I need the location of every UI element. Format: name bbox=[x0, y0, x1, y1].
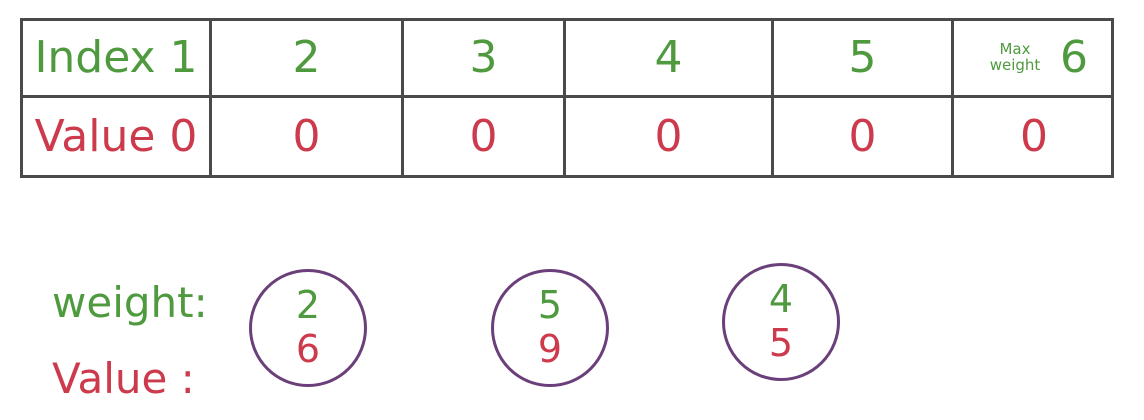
weight-label: weight: bbox=[52, 278, 208, 327]
column-divider bbox=[951, 21, 954, 175]
item-value: 5 bbox=[768, 321, 794, 365]
item-value: 9 bbox=[537, 327, 563, 371]
item-circle-2: 5 9 bbox=[491, 269, 609, 387]
index-cell-4: 4 bbox=[654, 32, 683, 83]
item-value: 6 bbox=[295, 327, 321, 371]
value-cell: 0 bbox=[1020, 110, 1048, 162]
column-divider bbox=[563, 21, 566, 175]
item-circle-1: 2 6 bbox=[249, 269, 367, 387]
value-cell: 0 bbox=[848, 110, 877, 162]
value-row-label: Value 0 bbox=[34, 110, 198, 162]
column-divider bbox=[401, 21, 404, 175]
column-divider bbox=[209, 21, 212, 175]
index-cell-2: 2 bbox=[292, 32, 321, 83]
value-label: Value : bbox=[52, 354, 195, 403]
max-weight-value: 6 bbox=[1060, 32, 1088, 83]
index-row-label: Index 1 bbox=[34, 32, 198, 83]
value-cell: 0 bbox=[469, 110, 498, 162]
row-divider bbox=[23, 95, 1111, 98]
value-cell: 0 bbox=[292, 110, 321, 162]
max-weight-note: Max weight bbox=[989, 40, 1041, 74]
item-weight: 2 bbox=[295, 283, 321, 328]
index-cell-max: Max weight 6 bbox=[954, 21, 1114, 95]
value-cell: 0 bbox=[654, 110, 683, 162]
column-divider bbox=[771, 21, 774, 175]
index-cell-5: 5 bbox=[848, 32, 877, 83]
item-weight: 5 bbox=[537, 283, 563, 328]
knapsack-table: Index 1 2 3 4 5 Max weight 6 Value 0 0 0… bbox=[20, 18, 1114, 178]
item-circle-3: 4 5 bbox=[722, 263, 840, 381]
item-weight: 4 bbox=[768, 277, 794, 322]
index-cell-3: 3 bbox=[469, 32, 498, 83]
